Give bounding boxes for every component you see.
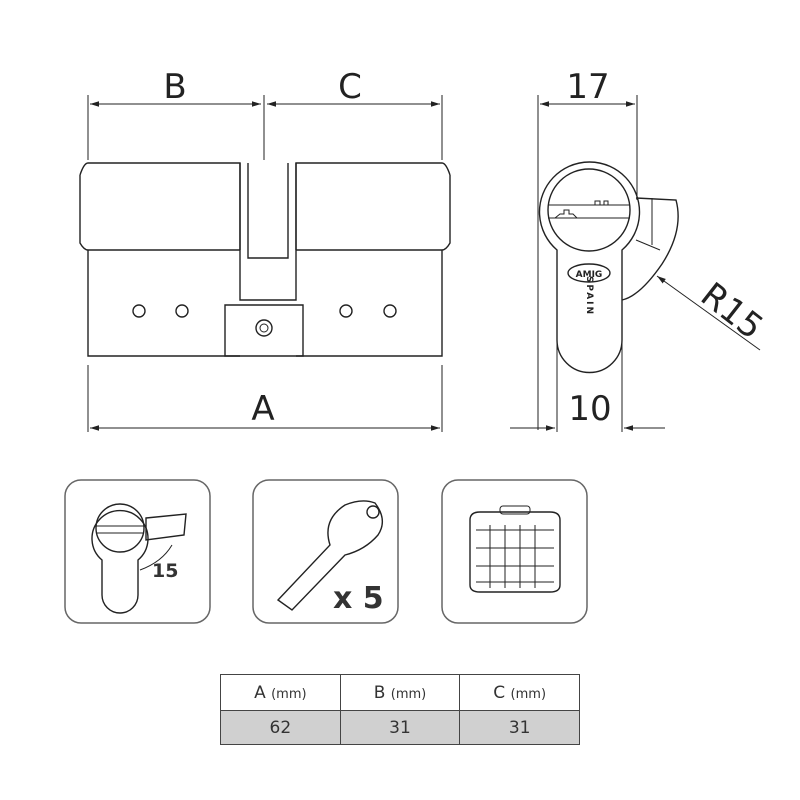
- value-b: 31: [339, 710, 461, 745]
- cam-angle-label: 15: [152, 560, 178, 582]
- keys-icon: x 5: [252, 479, 399, 624]
- table-row: 62 31 31: [220, 710, 580, 745]
- value-c: 31: [459, 710, 580, 745]
- origin-label: SPAIN: [584, 276, 594, 316]
- dimension-lines: [87, 95, 761, 432]
- header-b: B (mm): [339, 674, 461, 711]
- dimension-10-label: 10: [568, 389, 611, 429]
- dimensions-table: A (mm) B (mm) C (mm) 62 31 31: [220, 674, 580, 745]
- header-a: A (mm): [220, 674, 341, 711]
- keys-count-label: x 5: [333, 581, 384, 616]
- dimension-17-label: 17: [566, 67, 609, 107]
- cylinder-front-view: [79, 162, 451, 357]
- brand-logo: AMIG: [576, 270, 603, 280]
- dimension-c-label: C: [338, 67, 362, 107]
- carry-case-icon: [441, 479, 588, 624]
- value-a: 62: [220, 710, 341, 745]
- dimension-b-label: B: [163, 67, 186, 107]
- header-c: C (mm): [459, 674, 580, 711]
- cam-angle-icon: 15: [64, 479, 211, 624]
- cylinder-side-view: AMIG SPAIN: [538, 161, 679, 374]
- dimension-a-label: A: [251, 389, 274, 429]
- radius-label: R15: [693, 275, 770, 348]
